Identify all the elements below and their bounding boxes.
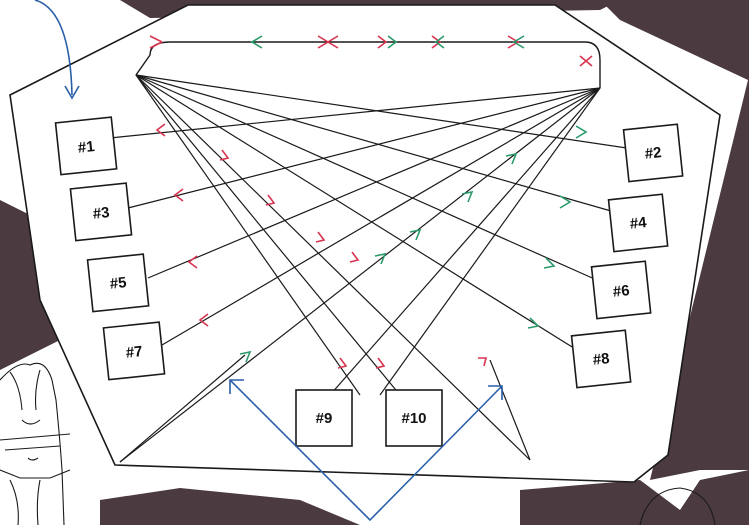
box-9-label: #9 bbox=[316, 410, 333, 427]
box-5-label: #5 bbox=[109, 274, 127, 293]
box-10: #10 bbox=[386, 390, 442, 446]
box-8: #8 bbox=[572, 330, 631, 387]
box-4-label: #4 bbox=[629, 214, 648, 233]
box-5: #5 bbox=[88, 254, 149, 312]
box-7: #7 bbox=[103, 322, 164, 380]
box-1: #1 bbox=[56, 117, 117, 175]
box-6-label: #6 bbox=[612, 282, 630, 301]
box-1-label: #1 bbox=[77, 138, 95, 157]
box-9: #9 bbox=[296, 390, 352, 446]
box-2-label: #2 bbox=[644, 144, 662, 163]
box-3-label: #3 bbox=[92, 204, 110, 223]
box-7-label: #7 bbox=[125, 343, 143, 362]
box-6: #6 bbox=[592, 261, 651, 318]
box-8-label: #8 bbox=[592, 350, 610, 369]
box-4: #4 bbox=[609, 194, 668, 251]
box-10-label: #10 bbox=[401, 410, 426, 427]
box-3: #3 bbox=[70, 183, 131, 241]
box-2: #2 bbox=[624, 124, 683, 181]
